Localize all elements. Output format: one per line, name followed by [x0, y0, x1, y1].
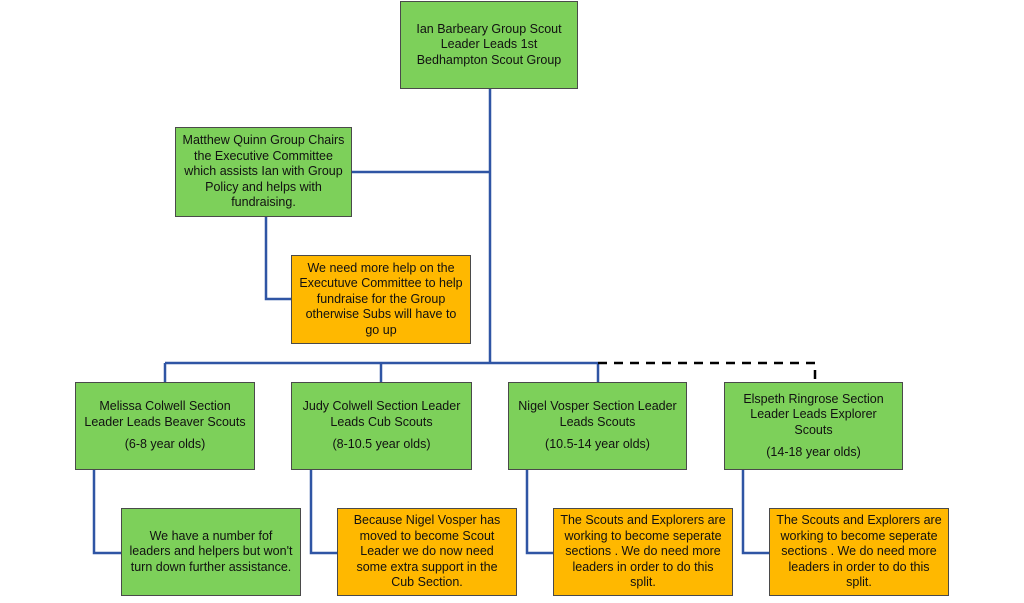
scout-note-text: The Scouts and Explorers are working to … — [560, 513, 726, 590]
connector-note-3 — [525, 470, 553, 555]
group-scout-leader-text: Ian Barbeary Group Scout Leader Leads 1s… — [416, 21, 562, 67]
scout-ages-text: (10.5-14 year olds) — [545, 437, 650, 452]
beaver-section-box: Melissa Colwell Section Leader Leads Bea… — [75, 382, 255, 470]
connector-note-2 — [309, 470, 337, 555]
scout-section-box: Nigel Vosper Section Leader Leads Scouts… — [508, 382, 687, 470]
beaver-ages-text: (6-8 year olds) — [124, 437, 206, 452]
connector-chair-note — [264, 217, 291, 301]
executive-committee-note-text: We need more help on the Executuve Commi… — [299, 260, 463, 337]
explorer-section-box: Elspeth Ringrose Section Leader Leads Ex… — [724, 382, 903, 470]
explorer-note-text: The Scouts and Explorers are working to … — [776, 513, 942, 590]
group-chair-text: Matthew Quinn Group Chairs the Executive… — [182, 133, 345, 210]
explorer-ages-text: (14-18 year olds) — [766, 445, 861, 459]
beaver-note: We have a number fof leaders and helpers… — [121, 508, 301, 596]
cub-leader-text: Judy Colwell Section Leader Leads Cub Sc… — [302, 399, 461, 429]
cub-ages-text: (8-10.5 year olds) — [332, 437, 431, 452]
cub-note: Because Nigel Vosper has moved to become… — [337, 508, 517, 596]
executive-committee-note: We need more help on the Executuve Commi… — [291, 255, 471, 344]
explorer-leader-text: Elspeth Ringrose Section Leader Leads Ex… — [743, 391, 884, 437]
explorer-note: The Scouts and Explorers are working to … — [769, 508, 949, 596]
connector-explorer-dashed — [598, 361, 817, 382]
cub-note-text: Because Nigel Vosper has moved to become… — [353, 513, 501, 590]
beaver-leader-text: Melissa Colwell Section Leader Leads Bea… — [84, 399, 246, 429]
scout-leader-text: Nigel Vosper Section Leader Leads Scouts — [518, 399, 677, 429]
connector-note-4 — [741, 470, 769, 555]
group-chair-box: Matthew Quinn Group Chairs the Executive… — [175, 127, 352, 217]
connector-note-1 — [92, 470, 121, 555]
scout-note: The Scouts and Explorers are working to … — [553, 508, 733, 596]
cub-section-box: Judy Colwell Section Leader Leads Cub Sc… — [291, 382, 472, 470]
beaver-note-text: We have a number fof leaders and helpers… — [129, 528, 293, 574]
group-scout-leader-box: Ian Barbeary Group Scout Leader Leads 1s… — [400, 1, 578, 89]
